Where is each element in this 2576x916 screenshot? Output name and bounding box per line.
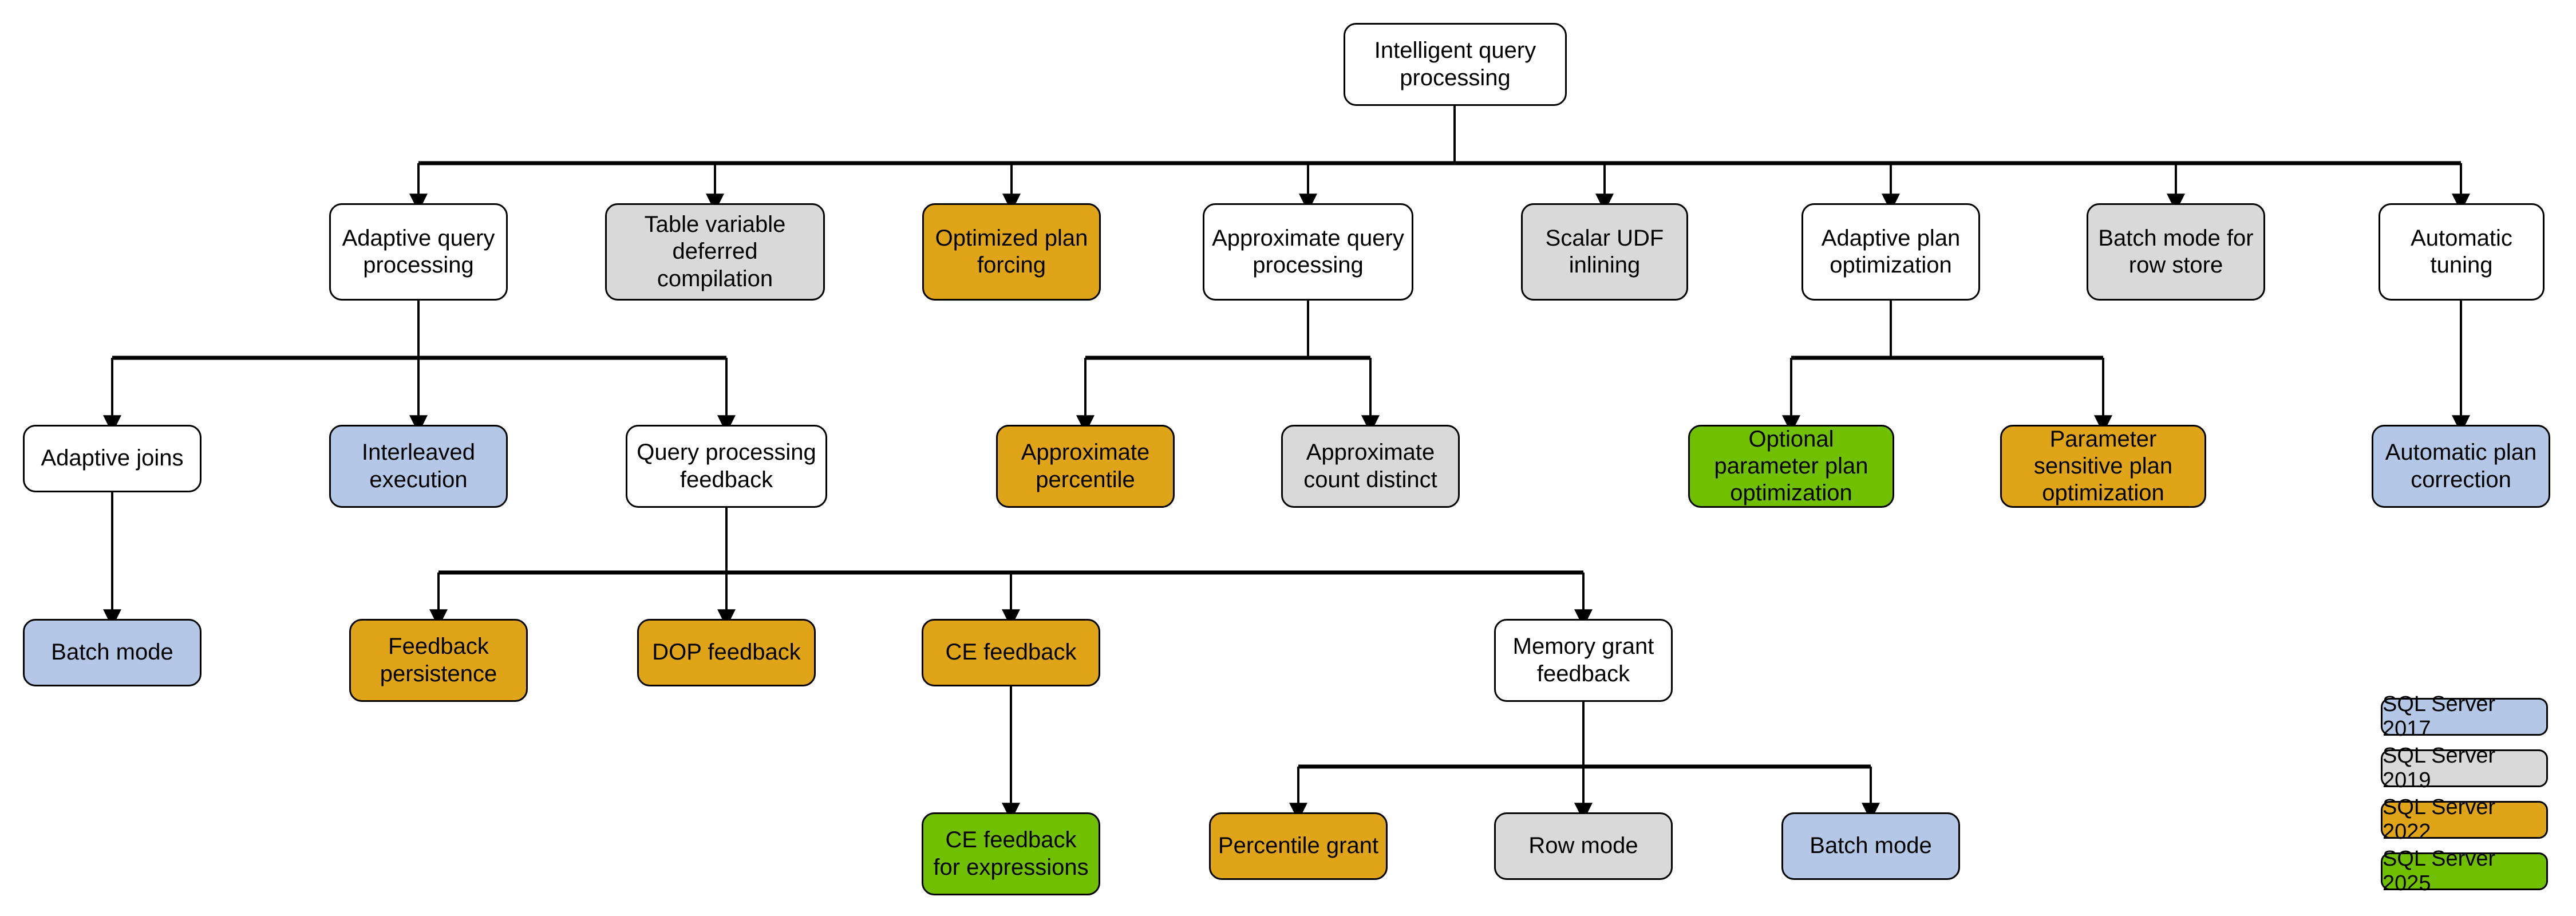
node-label: Automatic tuning — [2411, 225, 2512, 278]
node-label: Memory grant feedback — [1512, 634, 1654, 686]
node-optional-parameter-plan-optimization[interactable]: Optional parameter plan optimization — [1688, 425, 1894, 508]
legend-item-sql-server-2025: SQL Server 2025 — [2381, 847, 2548, 895]
node-adaptive-joins[interactable]: Adaptive joins — [23, 425, 202, 492]
legend-item-sql-server-2022: SQL Server 2022 — [2381, 795, 2548, 844]
legend-label: SQL Server 2022 — [2383, 795, 2496, 844]
node-label: Batch mode — [51, 639, 173, 665]
node-label: Adaptive plan optimization — [1821, 225, 1961, 278]
node-label: Interleaved execution — [362, 440, 475, 492]
node-scalar-udf-inlining[interactable]: Scalar UDF inlining — [1521, 203, 1688, 301]
node-automatic-tuning[interactable]: Automatic tuning — [2379, 203, 2545, 301]
node-adaptive-plan-optimization[interactable]: Adaptive plan optimization — [1801, 203, 1980, 301]
node-label: Automatic plan correction — [2385, 440, 2537, 492]
node-feedback-persistence[interactable]: Feedback persistence — [349, 619, 528, 702]
node-approximate-count-distinct[interactable]: Approximate count distinct — [1281, 425, 1460, 508]
legend-label: SQL Server 2017 — [2383, 692, 2496, 741]
node-label: Adaptive query processing — [342, 225, 495, 278]
node-label: Row mode — [1528, 833, 1638, 859]
node-label: Optional parameter plan optimization — [1714, 426, 1868, 506]
legend-label: SQL Server 2025 — [2383, 847, 2496, 895]
node-approximate-percentile[interactable]: Approximate percentile — [996, 425, 1175, 508]
node-label: CE feedback for expressions — [933, 827, 1089, 880]
node-label: Adaptive joins — [41, 445, 184, 471]
node-approximate-query-processing[interactable]: Approximate query processing — [1203, 203, 1413, 301]
node-label: Approximate percentile — [1021, 440, 1150, 492]
node-label: Query processing feedback — [637, 440, 816, 492]
legend-label: SQL Server 2019 — [2383, 744, 2496, 792]
node-label: Parameter sensitive plan optimization — [2033, 426, 2173, 506]
node-batch-mode-memory-grant[interactable]: Batch mode — [1781, 812, 1960, 880]
node-memory-grant-feedback[interactable]: Memory grant feedback — [1494, 619, 1673, 702]
node-label: Optimized plan forcing — [935, 225, 1088, 278]
node-label: Feedback persistence — [380, 634, 497, 686]
node-query-processing-feedback[interactable]: Query processing feedback — [626, 425, 827, 508]
node-label: Scalar UDF inlining — [1545, 225, 1664, 278]
node-label: Approximate count distinct — [1303, 440, 1437, 492]
node-interleaved-execution[interactable]: Interleaved execution — [329, 425, 508, 508]
node-label: Percentile grant — [1218, 833, 1379, 859]
node-parameter-sensitive-plan-optimization[interactable]: Parameter sensitive plan optimization — [2000, 425, 2206, 508]
node-batch-mode-for-row-store[interactable]: Batch mode for row store — [2087, 203, 2265, 301]
legend-item-sql-server-2019: SQL Server 2019 — [2381, 744, 2548, 792]
node-label: Batch mode — [1809, 833, 1932, 859]
node-intelligent-query-processing[interactable]: Intelligent query processing — [1344, 23, 1567, 106]
node-label: DOP feedback — [652, 639, 801, 665]
legend-item-sql-server-2017: SQL Server 2017 — [2381, 692, 2548, 741]
node-table-variable-deferred-compilation[interactable]: Table variable deferred compilation — [605, 203, 825, 301]
node-batch-mode-adaptive-joins[interactable]: Batch mode — [23, 619, 202, 686]
node-ce-feedback[interactable]: CE feedback — [922, 619, 1100, 686]
node-dop-feedback[interactable]: DOP feedback — [637, 619, 816, 686]
node-label: Intelligent query processing — [1374, 38, 1536, 90]
node-ce-feedback-for-expressions[interactable]: CE feedback for expressions — [922, 812, 1100, 895]
node-label: Approximate query processing — [1212, 225, 1404, 278]
node-adaptive-query-processing[interactable]: Adaptive query processing — [329, 203, 508, 301]
node-label: Batch mode for row store — [2098, 225, 2254, 278]
node-label: CE feedback — [945, 639, 1077, 665]
node-optimized-plan-forcing[interactable]: Optimized plan forcing — [922, 203, 1101, 301]
node-automatic-plan-correction[interactable]: Automatic plan correction — [2372, 425, 2550, 508]
node-row-mode[interactable]: Row mode — [1494, 812, 1673, 880]
node-label: Table variable deferred compilation — [644, 212, 786, 291]
node-percentile-grant[interactable]: Percentile grant — [1209, 812, 1388, 880]
